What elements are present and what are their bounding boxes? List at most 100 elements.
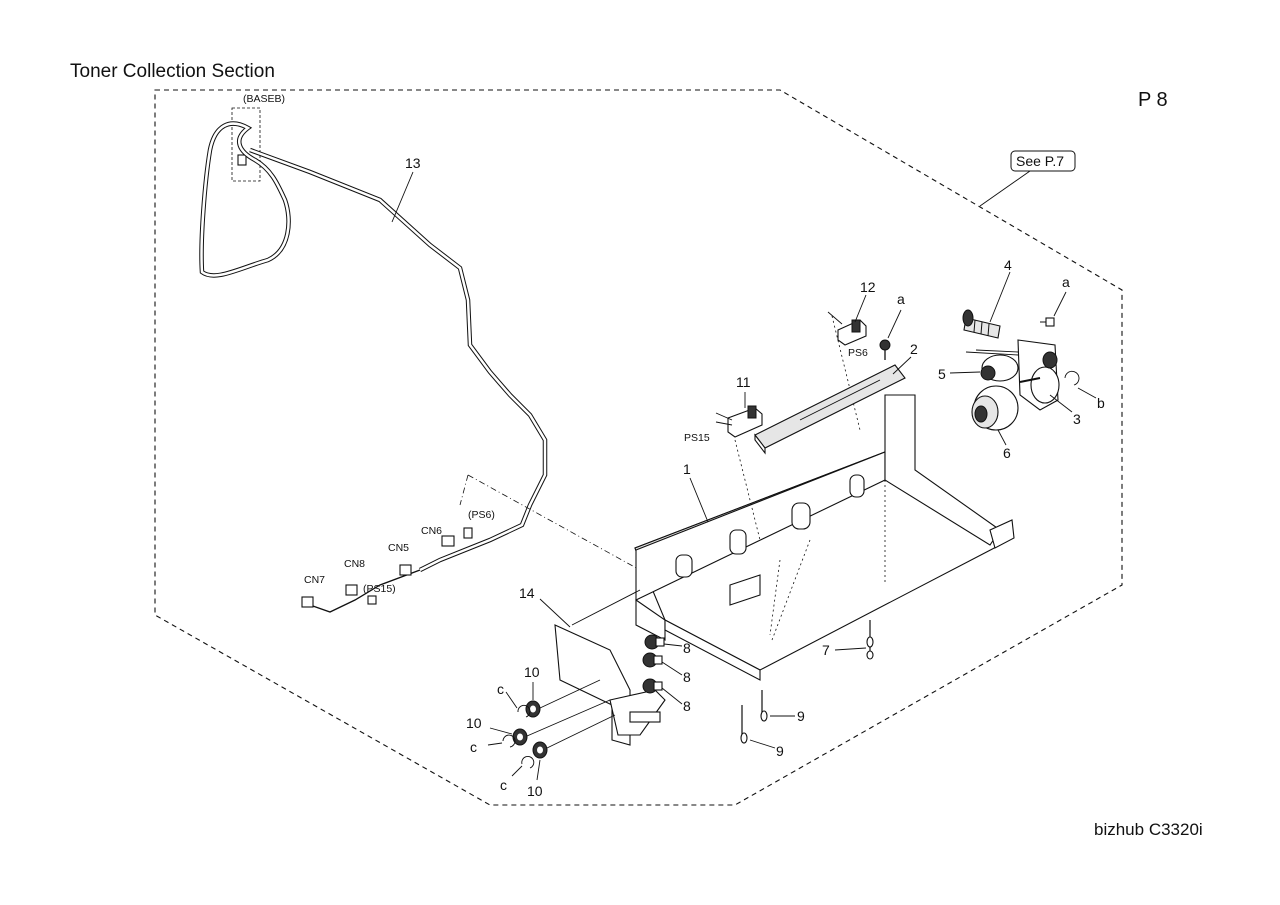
ps15-axis-line <box>734 439 761 541</box>
reference-leader <box>979 170 1031 207</box>
callout-a-2: a <box>1062 274 1070 290</box>
leader-13 <box>391 171 414 223</box>
e-ring-c-middle <box>502 734 516 748</box>
roller-6 <box>971 385 1019 431</box>
bracket-assembly-3 <box>1017 339 1060 411</box>
leader-8-b <box>661 661 683 676</box>
callout-a-1: a <box>897 291 905 307</box>
callout-10-c: 10 <box>527 783 543 799</box>
leader-3 <box>1049 394 1073 413</box>
callout-9-b: 9 <box>776 743 784 759</box>
leader-5-top-b <box>975 349 1019 353</box>
leader-c-1 <box>505 691 518 709</box>
assembly-line-10c <box>546 714 616 749</box>
leader-2 <box>892 356 912 375</box>
connection-line-ps6 <box>467 474 641 571</box>
gear-8-bottom <box>642 678 663 694</box>
toner-collection-frame-1 <box>634 394 1015 681</box>
leader-7 <box>834 647 867 651</box>
leader-5-top-a <box>965 351 1019 356</box>
label-ps6: PS6 <box>848 347 868 359</box>
spring-9-lower <box>740 705 748 744</box>
label-cn6: CN6 <box>421 525 442 537</box>
connector-cn5 <box>399 564 412 576</box>
page-number: P 8 <box>1138 89 1168 111</box>
label-cn5: CN5 <box>388 542 409 554</box>
leader-c-3 <box>511 765 523 777</box>
leader-a-2 <box>1053 291 1067 317</box>
callout-14: 14 <box>519 585 535 601</box>
callout-13: 13 <box>405 155 421 171</box>
sensor-11-ps15 <box>727 405 763 438</box>
label-cn7: CN7 <box>304 574 325 586</box>
callout-3: 3 <box>1073 411 1081 427</box>
leader-b <box>1077 387 1097 399</box>
callout-c-3: c <box>500 777 507 793</box>
spring-9-upper <box>760 690 768 722</box>
bushing-10-bottom <box>532 741 548 759</box>
leader-10-c <box>536 759 541 781</box>
e-ring-c-top <box>517 704 531 718</box>
leader-8-c <box>661 687 683 705</box>
screw-a-right <box>1040 317 1055 327</box>
leader-14 <box>539 598 571 628</box>
leader-ps6 <box>827 311 843 325</box>
callout-b: b <box>1097 395 1105 411</box>
bushing-10-middle <box>512 728 528 746</box>
leader-9-b <box>749 739 776 749</box>
connector-cn7 <box>301 596 314 608</box>
baseb-connector <box>237 154 247 166</box>
leader-10-b <box>489 727 513 735</box>
callout-c-1: c <box>497 681 504 697</box>
callout-1: 1 <box>683 461 691 477</box>
connector-cn6 <box>441 535 455 547</box>
callout-8-b: 8 <box>683 669 691 685</box>
label-ps6-paren: (PS6) <box>468 509 495 521</box>
leader-12 <box>854 294 867 323</box>
assembly-line-10a <box>539 679 601 709</box>
model-name: bizhub C3320i <box>1094 820 1203 839</box>
callout-c-2: c <box>470 739 477 755</box>
callout-11: 11 <box>736 374 751 390</box>
leader-c-2 <box>487 742 503 746</box>
leader-ps15-b <box>715 421 733 426</box>
assembly-line-10b <box>526 699 611 737</box>
callout-5: 5 <box>938 366 946 382</box>
gear-8-top <box>644 634 665 650</box>
leader-4 <box>989 271 1011 323</box>
connector-ps6-harness <box>463 527 473 539</box>
baseb-label: (BASEB) <box>243 93 285 105</box>
e-ring-b <box>1064 370 1080 386</box>
bushing-10-top <box>525 700 541 718</box>
connector-cn8 <box>345 584 358 596</box>
wire-harness-13 <box>199 121 548 613</box>
assembly-line-14 <box>571 589 641 626</box>
gear-shaft-4 <box>962 309 1001 339</box>
roller-5 <box>980 354 1019 382</box>
screw-a-left <box>879 339 891 360</box>
leader-a-1 <box>887 309 902 339</box>
callout-10-b: 10 <box>466 715 482 731</box>
callout-2: 2 <box>910 341 918 357</box>
see-page-reference[interactable]: See P.7 <box>1010 150 1076 172</box>
gear-8-middle <box>642 652 663 668</box>
cover-plate-2 <box>754 364 906 455</box>
callout-12: 12 <box>860 279 876 295</box>
e-ring-c-bottom <box>521 756 535 769</box>
leader-1 <box>689 477 709 523</box>
leader-ps15-a <box>715 412 733 421</box>
leader-6 <box>997 429 1007 446</box>
callout-4: 4 <box>1004 257 1012 273</box>
callout-6: 6 <box>1003 445 1011 461</box>
connector-ps15-harness <box>367 595 377 605</box>
leader-5 <box>949 371 981 374</box>
baseb-box <box>231 107 261 182</box>
spring-7 <box>866 620 874 660</box>
callout-9-a: 9 <box>797 708 805 724</box>
label-ps15-paren: (PS15) <box>363 583 396 595</box>
callout-7: 7 <box>822 642 830 658</box>
connection-line-ps6b <box>459 474 469 506</box>
callout-8-c: 8 <box>683 698 691 714</box>
label-cn8: CN8 <box>344 558 365 570</box>
